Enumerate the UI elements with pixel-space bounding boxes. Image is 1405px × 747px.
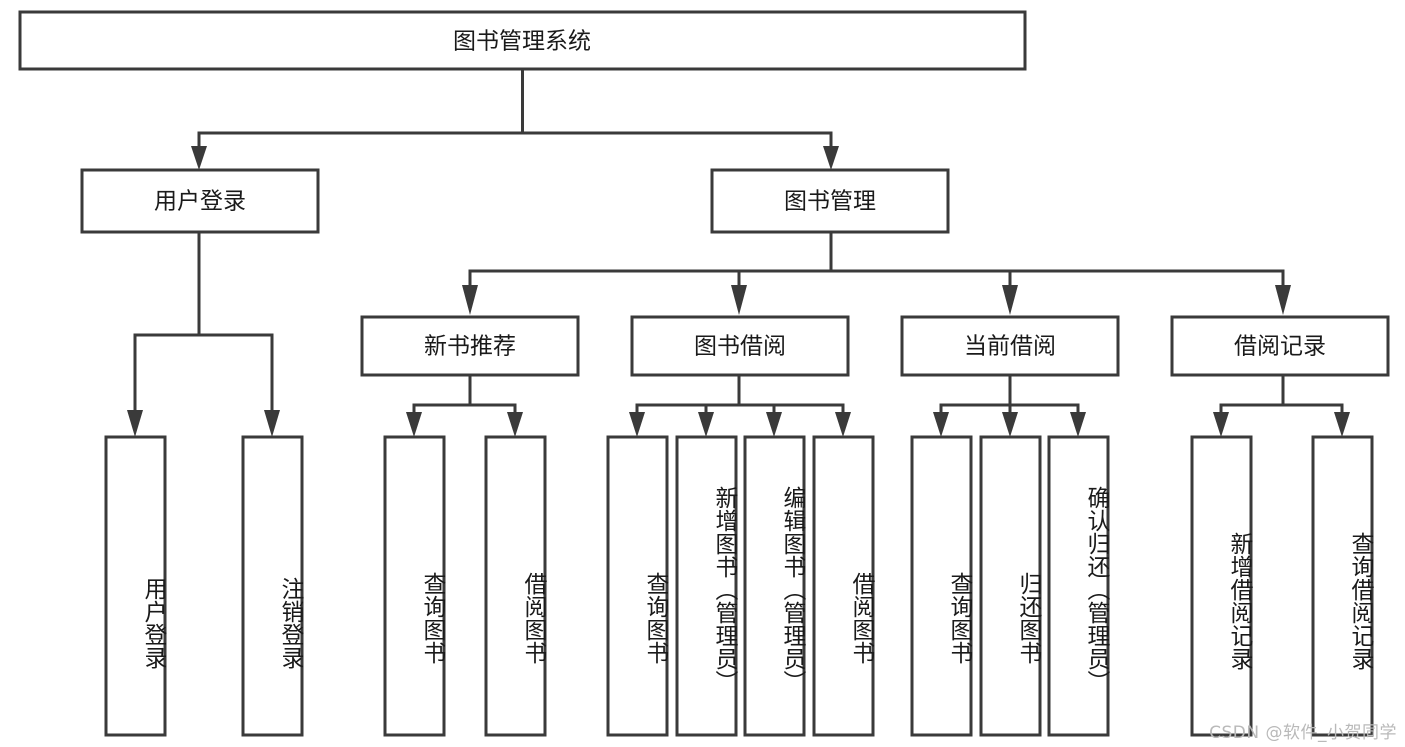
connector-group-user-login-leaves [127, 230, 280, 437]
leaf-label-borrow-book-newbook: 借阅图书 [520, 571, 546, 664]
arrow-head-leaf-10 [1070, 412, 1086, 437]
node-book-borrow-box[interactable] [630, 315, 850, 377]
node-root[interactable]: 图书管理系统 [18, 10, 1027, 71]
node-borrow-record-box[interactable] [1170, 315, 1390, 377]
leaf-label-add-borrow-record: 新增借阅记录 [1226, 532, 1252, 670]
node-root-box[interactable] [18, 10, 1027, 71]
node-user-login-label: 用户登录 [154, 189, 246, 215]
leaf-label-query-book-borrow: 查询图书 [642, 571, 668, 664]
arrow-head-book-borrow [731, 285, 747, 315]
node-book-manage-label: 图书管理 [784, 189, 876, 215]
leaf-box-3[interactable] [484, 435, 547, 737]
leaf-box-11[interactable] [1190, 435, 1253, 737]
leaf-label-logout: 注销登录 [277, 576, 303, 669]
node-new-book-box[interactable] [360, 315, 580, 377]
leaf-box-8[interactable] [910, 435, 973, 737]
leaf-box-7[interactable] [812, 435, 875, 737]
leaf-label-query-borrow-record: 查询借阅记录 [1347, 532, 1373, 670]
arrow-head-current-borrow [1002, 285, 1018, 315]
leaf-box-10[interactable] [1047, 435, 1110, 737]
arrow-head-borrow-record [1275, 285, 1291, 315]
connector-group-new-book-leaves [406, 373, 523, 437]
arrow-head-leaf-12 [1334, 412, 1350, 437]
node-borrow-record[interactable]: 借阅记录 [1170, 315, 1390, 377]
node-book-borrow-label: 图书借阅 [694, 334, 786, 360]
node-user-login[interactable]: 用户登录 [80, 168, 320, 234]
leaf-box-group [104, 435, 1374, 737]
leaf-label-borrow-book: 借阅图书 [848, 571, 874, 664]
connector-group-root-to-level2 [191, 67, 839, 170]
arrow-head-leaf-4 [629, 412, 645, 437]
arrow-head-leaf-3 [507, 412, 523, 437]
leaf-label-user-login: 用户登录 [140, 576, 166, 669]
leaf-box-9[interactable] [979, 435, 1042, 737]
leaf-box-1[interactable] [241, 435, 304, 737]
node-book-manage-box[interactable] [710, 168, 950, 234]
node-book-borrow[interactable]: 图书借阅 [630, 315, 850, 377]
leaf-label-query-book-current: 查询图书 [946, 571, 972, 664]
node-new-book-label: 新书推荐 [424, 334, 516, 360]
arrow-head-leaf-9 [1002, 412, 1018, 437]
arrow-head-leaf-11 [1213, 412, 1229, 437]
arrow-head-user-login [191, 146, 207, 170]
node-user-login-box[interactable] [80, 168, 320, 234]
arrow-head-leaf-1 [264, 410, 280, 437]
connector-group-borrow-record-leaves [1213, 373, 1350, 437]
node-root-label: 图书管理系统 [453, 29, 591, 55]
arrow-head-leaf-6 [766, 412, 782, 437]
arrow-head-leaf-2 [406, 412, 422, 437]
leaf-label-confirm-return-admin: 确认归还（管理员） [1083, 485, 1109, 693]
leaf-label-add-book-admin: 新增图书（管理员） [711, 485, 737, 693]
leaf-label-edit-book-admin: 编辑图书（管理员） [779, 485, 805, 693]
node-borrow-record-label: 借阅记录 [1234, 334, 1326, 360]
node-current-borrow-label: 当前借阅 [964, 334, 1056, 360]
connector-group-book-borrow-leaves [629, 373, 851, 437]
leaf-box-6[interactable] [743, 435, 806, 737]
arrow-head-leaf-8 [933, 412, 949, 437]
leaf-box-12[interactable] [1311, 435, 1374, 737]
leaf-label-query-book-newbook: 查询图书 [419, 571, 445, 664]
leaf-label-return-book: 归还图书 [1015, 571, 1041, 664]
arrow-head-new-book [462, 285, 478, 315]
node-new-book-recommend[interactable]: 新书推荐 [360, 315, 580, 377]
node-current-borrow[interactable]: 当前借阅 [900, 315, 1120, 377]
connector-group-current-borrow-leaves [933, 373, 1086, 437]
connector-group-book-manage-to-level3 [462, 230, 1291, 315]
arrow-head-leaf-7 [835, 412, 851, 437]
leaf-box-0[interactable] [104, 435, 167, 737]
node-book-manage[interactable]: 图书管理 [710, 168, 950, 234]
arrow-head-leaf-0 [127, 410, 143, 437]
node-current-borrow-box[interactable] [900, 315, 1120, 377]
arrow-head-book-manage [823, 146, 839, 170]
arrow-head-leaf-5 [698, 412, 714, 437]
leaf-box-2[interactable] [383, 435, 446, 737]
leaf-box-5[interactable] [675, 435, 738, 737]
leaf-box-4[interactable] [606, 435, 669, 737]
